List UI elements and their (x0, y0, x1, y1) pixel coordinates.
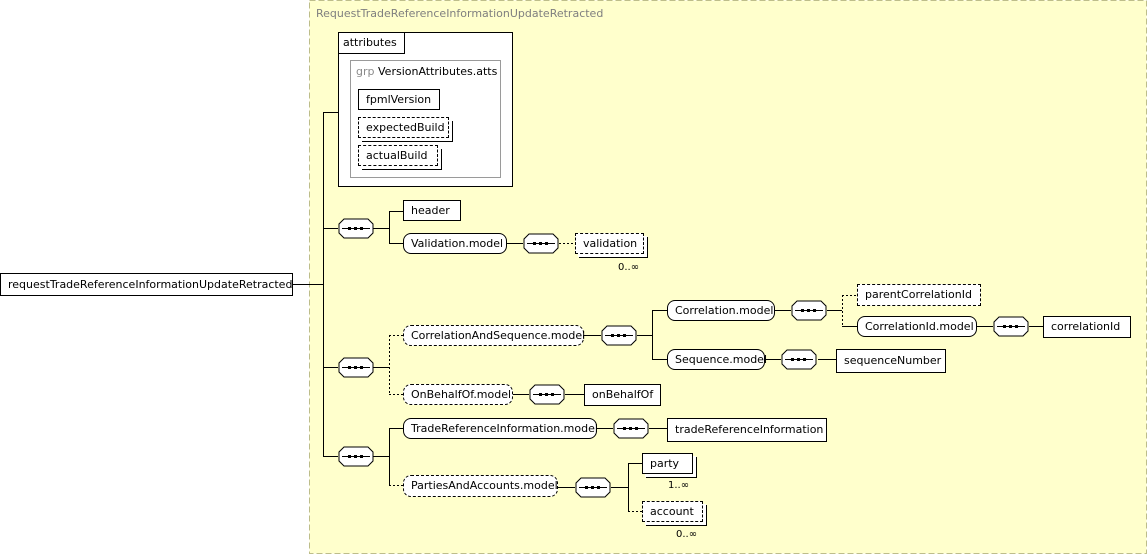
element-header[interactable]: header (403, 200, 461, 221)
validation-cardinality: 0..∞ (618, 262, 640, 273)
sequence-compositor-icon (781, 349, 817, 370)
attribute-expectedbuild[interactable]: expectedBuild (358, 117, 449, 138)
root-element[interactable]: requestTradeReferenceInformationUpdateRe… (0, 273, 293, 296)
group-keyword: grp (356, 65, 375, 78)
validation-model[interactable]: Validation.model (403, 233, 507, 254)
element-party[interactable]: party (642, 453, 693, 474)
complex-type-title: RequestTradeReferenceInformationUpdateRe… (316, 7, 604, 20)
element-sequence-number[interactable]: sequenceNumber (836, 349, 946, 373)
sequence-compositor-icon (575, 477, 611, 498)
sequence-compositor-icon (601, 325, 637, 346)
sequence-compositor-icon (523, 233, 559, 254)
attributes-label: attributes (343, 36, 397, 49)
account-cardinality: 0..∞ (676, 529, 698, 540)
sequence-compositor-icon (529, 384, 565, 405)
element-correlation-id[interactable]: correlationId (1043, 316, 1131, 338)
element-parent-correlation-id[interactable]: parentCorrelationId (857, 284, 981, 306)
sequence-compositor-icon (791, 300, 827, 321)
sequence-compositor-icon (613, 418, 649, 439)
attribute-group-name: VersionAttributes.atts (378, 65, 498, 78)
party-cardinality: 1..∞ (668, 480, 690, 491)
sequence-compositor-icon (993, 316, 1029, 337)
attribute-group-label: grp VersionAttributes.atts (356, 65, 497, 78)
element-trade-reference-information[interactable]: tradeReferenceInformation (667, 418, 827, 442)
sequence-compositor-icon (338, 357, 374, 378)
sequence-compositor-icon (338, 446, 374, 467)
on-behalf-of-model[interactable]: OnBehalfOf.model (403, 384, 513, 405)
attribute-actualbuild[interactable]: actualBuild (358, 145, 438, 166)
sequence-compositor-icon (338, 218, 374, 239)
element-on-behalf-of[interactable]: onBehalfOf (584, 384, 661, 406)
attribute-fpmlversion[interactable]: fpmlVersion (358, 89, 440, 110)
parties-and-accounts-model[interactable]: PartiesAndAccounts.model (403, 475, 558, 497)
trade-reference-information-model[interactable]: TradeReferenceInformation.model (403, 418, 598, 439)
element-account[interactable]: account (642, 501, 703, 522)
attributes-tab (338, 32, 405, 54)
correlation-model[interactable]: Correlation.model (667, 300, 775, 321)
correlation-id-model[interactable]: CorrelationId.model (857, 316, 977, 337)
correlation-and-sequence-model[interactable]: CorrelationAndSequence.model (403, 325, 585, 346)
sequence-model[interactable]: Sequence.model (667, 349, 767, 370)
element-validation[interactable]: validation (575, 233, 644, 254)
